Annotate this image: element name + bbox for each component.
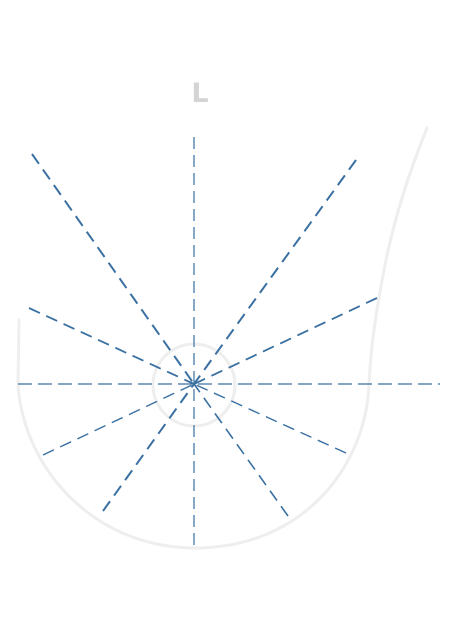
radial-line-upper-right-steep (193, 159, 357, 385)
radial-line-upper-left-steep (31, 153, 195, 385)
radial-dashed-lines (18, 137, 440, 548)
radial-line-lower-right-shallow (193, 383, 347, 454)
breast-outline-shape (16, 126, 429, 550)
radial-line-upper-left-shallow (28, 307, 195, 385)
radial-line-lower-left-shallow (42, 383, 195, 456)
radial-line-lower-left-steep (102, 383, 195, 512)
radial-line-upper-right-shallow (193, 297, 378, 385)
side-label: L (191, 78, 209, 109)
radial-line-lower-right-steep (193, 383, 289, 517)
